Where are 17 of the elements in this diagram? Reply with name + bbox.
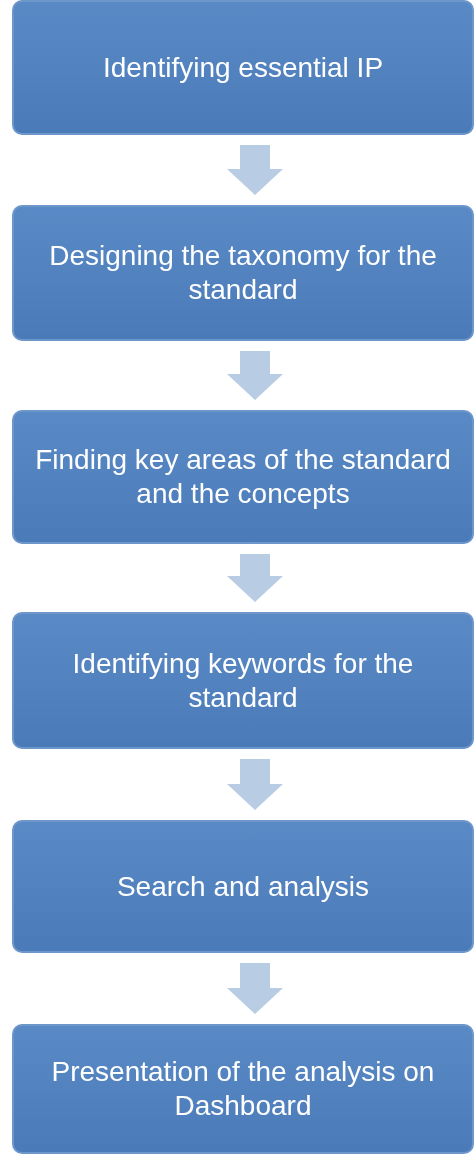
process-box (12, 0, 474, 135)
process-box (12, 1024, 474, 1154)
block-arrow (227, 759, 283, 810)
step-text: Presentation of the analysis on Dashboard (50, 1055, 436, 1123)
process-box (12, 410, 474, 544)
block-arrow (227, 351, 283, 400)
block-arrow (227, 554, 283, 602)
process-box (12, 820, 474, 953)
step-text: Search and analysis (116, 869, 370, 904)
block-arrow (227, 963, 283, 1014)
step-text: Designing the taxonomy for the standard (48, 239, 438, 307)
process-box (12, 612, 474, 749)
process-box (12, 205, 474, 341)
block-arrow (227, 145, 283, 195)
step-text: Finding key areas of the standard and the concepts (34, 443, 452, 511)
step-text: Identifying keywords for the standard (71, 646, 415, 715)
step-text: Identifying essential IP (102, 50, 384, 85)
